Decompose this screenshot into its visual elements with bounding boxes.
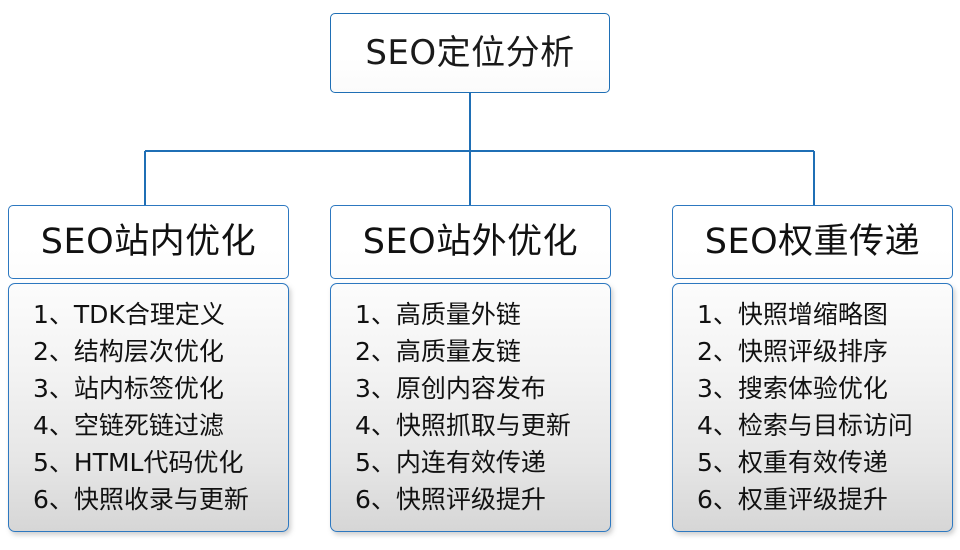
list-item: 1、快照增缩略图 [697,300,888,329]
branch-column-seo-offsite: SEO站外优化 1、高质量外链 2、高质量友链 3、原创内容发布 4、快照抓取与… [330,205,611,532]
list-item: 1、高质量外链 [355,300,521,329]
column-body: 1、快照增缩略图 2、快照评级排序 3、搜索体验优化 4、检索与目标访问 5、权… [672,283,953,532]
list-item: 5、内连有效传递 [355,448,546,477]
list-item: 3、搜索体验优化 [697,374,888,403]
list-item: 1、TDK合理定义 [33,300,225,329]
column-header-label: SEO权重传递 [704,221,921,262]
list-item: 5、权重有效传递 [697,448,888,477]
item-list: 1、TDK合理定义 2、结构层次优化 3、站内标签优化 4、空链死链过滤 5、H… [9,296,288,518]
list-item: 6、快照评级提升 [355,485,546,514]
list-item: 5、HTML代码优化 [33,448,244,477]
item-list: 1、高质量外链 2、高质量友链 3、原创内容发布 4、快照抓取与更新 5、内连有… [331,296,610,518]
list-item: 4、检索与目标访问 [697,411,913,440]
branch-column-seo-weight: SEO权重传递 1、快照增缩略图 2、快照评级排序 3、搜索体验优化 4、检索与… [672,205,953,532]
list-item: 2、高质量友链 [355,337,521,366]
item-list: 1、快照增缩略图 2、快照评级排序 3、搜索体验优化 4、检索与目标访问 5、权… [673,296,952,518]
column-header: SEO站外优化 [330,205,611,279]
list-item: 2、快照评级排序 [697,337,888,366]
list-item: 4、空链死链过滤 [33,411,224,440]
column-header-label: SEO站内优化 [40,221,257,262]
list-item: 6、权重评级提升 [697,485,888,514]
list-item: 4、快照抓取与更新 [355,411,571,440]
root-node-label: SEO定位分析 [365,33,575,73]
root-node: SEO定位分析 [330,13,610,93]
column-body: 1、高质量外链 2、高质量友链 3、原创内容发布 4、快照抓取与更新 5、内连有… [330,283,611,532]
column-header: SEO站内优化 [8,205,289,279]
list-item: 3、站内标签优化 [33,374,224,403]
branch-column-seo-onsite: SEO站内优化 1、TDK合理定义 2、结构层次优化 3、站内标签优化 4、空链… [8,205,289,532]
column-header-label: SEO站外优化 [362,221,579,262]
column-header: SEO权重传递 [672,205,953,279]
list-item: 2、结构层次优化 [33,337,224,366]
column-body: 1、TDK合理定义 2、结构层次优化 3、站内标签优化 4、空链死链过滤 5、H… [8,283,289,532]
list-item: 6、快照收录与更新 [33,485,249,514]
list-item: 3、原创内容发布 [355,374,546,403]
